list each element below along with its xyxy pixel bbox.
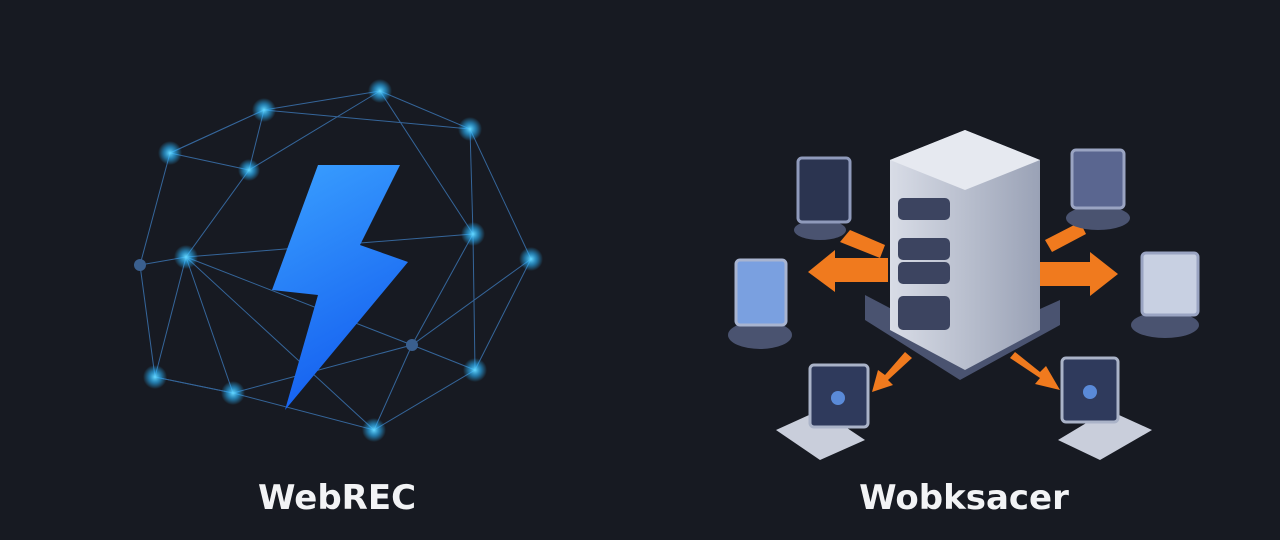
- laptop-icon: [1058, 356, 1152, 460]
- server-icon: [865, 130, 1060, 380]
- monitor-icon: [794, 156, 852, 240]
- wobksacer-label: Wobksacer: [859, 478, 1069, 518]
- monitor-icon: [728, 258, 792, 349]
- monitor-icon: [1066, 148, 1130, 230]
- client-devices: [728, 148, 1200, 460]
- network-nodes: [134, 79, 543, 442]
- lightning-bolt-icon: [272, 165, 408, 410]
- webrec-label: WebREC: [257, 478, 417, 518]
- monitor-icon: [1131, 251, 1200, 338]
- laptop-icon: [776, 363, 870, 460]
- arrows: [808, 222, 1118, 392]
